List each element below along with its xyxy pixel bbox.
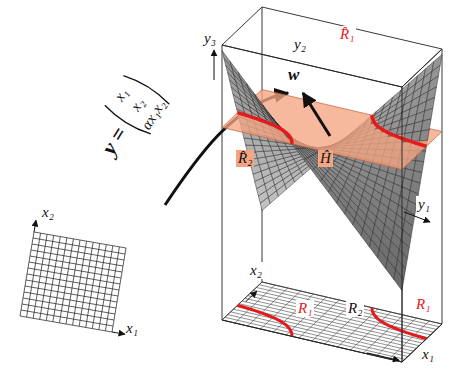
axis-arrow xyxy=(34,220,36,232)
region-label: R₁ xyxy=(296,300,314,317)
axis-arrow xyxy=(214,50,215,80)
projection-grid-line xyxy=(262,282,442,324)
input-grid-line xyxy=(86,243,100,327)
projection-grid-line xyxy=(242,301,422,343)
surface-patch xyxy=(337,199,347,214)
surface-patch xyxy=(240,78,250,93)
input-grid-line xyxy=(30,256,122,272)
box-edge xyxy=(402,49,442,87)
surface-patch xyxy=(320,179,330,192)
surface-patch xyxy=(304,159,314,171)
surface-patch xyxy=(255,94,265,108)
axis-label: x₁ xyxy=(420,346,436,363)
axis-label: y₁ xyxy=(416,196,432,213)
axis-arrow xyxy=(404,212,430,222)
box-edge xyxy=(222,45,402,87)
input-grid-line xyxy=(28,268,120,284)
projection-grid-line xyxy=(222,320,402,362)
input-grid-line xyxy=(33,238,125,254)
region-label: R̂₁ xyxy=(338,26,356,43)
surface-patch xyxy=(423,108,433,121)
surface-boundary xyxy=(372,115,426,146)
surface-patch xyxy=(247,83,257,98)
box-edge xyxy=(262,7,442,49)
surface-patch xyxy=(230,61,240,78)
axis-arrow xyxy=(246,291,257,302)
plane-label: Ĥ xyxy=(318,150,333,167)
axis-label: y₃ xyxy=(202,30,218,47)
box-edge xyxy=(402,87,403,362)
box-edge xyxy=(222,320,402,362)
surface-patch xyxy=(369,239,379,257)
input-grid-line xyxy=(32,244,124,260)
projection-grid-line xyxy=(253,290,433,332)
region-label: R₁ xyxy=(414,296,432,313)
surface-patch xyxy=(386,260,396,280)
mapping-formula: y =x₁x₂αx₁x₂ xyxy=(83,69,174,168)
box-edge xyxy=(442,49,443,324)
surface-patch xyxy=(345,209,355,225)
axis-arrow xyxy=(367,353,399,361)
box-edge xyxy=(262,282,442,324)
axis-label: x₂ xyxy=(40,204,56,221)
projection-grid-line xyxy=(259,285,439,327)
vector-label: w xyxy=(286,66,301,85)
input-grid-line xyxy=(34,232,126,248)
surface-patch xyxy=(328,189,338,203)
axis-arrow xyxy=(112,332,125,334)
projection-grid-line xyxy=(239,304,419,346)
surface-patch xyxy=(421,119,431,131)
projection-grid-line xyxy=(402,324,442,362)
surface-patch xyxy=(353,219,363,236)
region-label: R₂ xyxy=(346,300,364,317)
surface-patch xyxy=(222,51,232,68)
box-edge xyxy=(222,7,262,45)
input-grid-line xyxy=(105,247,119,331)
surface-patch xyxy=(312,169,322,182)
region-label: R̂₂ xyxy=(236,150,254,167)
projection-grid-line xyxy=(245,298,425,340)
surface-patch xyxy=(238,72,248,88)
normal-vector xyxy=(303,93,330,136)
surface-patch xyxy=(296,149,306,160)
input-grid-line xyxy=(99,246,113,330)
input-grid-line xyxy=(29,262,121,278)
box-edge xyxy=(222,320,402,362)
decision-boundary xyxy=(238,305,292,336)
axis-label: x₁ xyxy=(124,320,140,337)
surface-patch xyxy=(361,229,371,247)
input-grid-line xyxy=(31,250,123,266)
hyperplane xyxy=(222,90,442,170)
surface-boundary xyxy=(238,113,292,144)
input-grid-line xyxy=(79,242,93,326)
input-grid-line xyxy=(27,274,119,290)
parenthesis-stroke xyxy=(123,72,171,104)
input-grid-line xyxy=(73,241,87,325)
surface-patch xyxy=(419,130,429,141)
box-edge xyxy=(402,324,442,362)
box-edge xyxy=(222,45,402,87)
input-grid-line xyxy=(112,248,126,332)
box-edge xyxy=(402,87,403,362)
projection-grid-line xyxy=(251,293,431,335)
input-grid-line xyxy=(92,245,106,329)
box-edge xyxy=(222,45,223,320)
axis-label: x₂ xyxy=(248,262,264,279)
axis-label: y₂ xyxy=(292,36,308,53)
